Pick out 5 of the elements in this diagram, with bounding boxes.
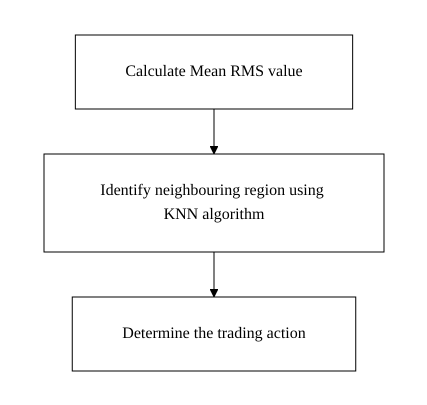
arrow [209, 251, 218, 297]
arrow [209, 108, 218, 154]
node-box: Determine the trading action [71, 296, 356, 371]
node-box: Identify neighbouring region using KNN algorithm [43, 153, 384, 252]
node-box: Calculate Mean RMS value [74, 34, 353, 109]
